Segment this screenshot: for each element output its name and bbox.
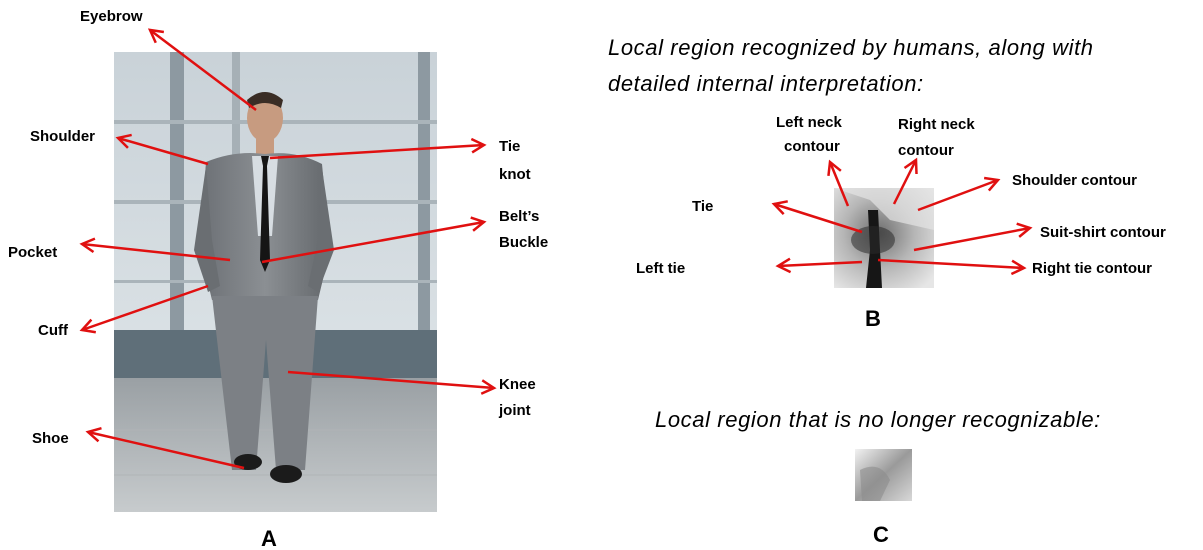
label-left-tie: Left tie bbox=[636, 260, 686, 277]
patch-panel-c bbox=[855, 449, 912, 501]
panel-label-c: C bbox=[873, 522, 889, 547]
label-knee-line2: joint bbox=[499, 402, 531, 419]
label-shoulder-contour: Shoulder contour bbox=[1012, 172, 1137, 189]
label-left-neck-line2: contour bbox=[784, 138, 840, 155]
caption-c: Local region that is no longer recogniza… bbox=[655, 407, 1101, 432]
arrow-shoe bbox=[85, 427, 245, 470]
arrow-left-tie bbox=[775, 257, 863, 274]
label-eyebrow: Eyebrow bbox=[80, 8, 143, 25]
label-right-neck-line1: Right neck bbox=[898, 116, 975, 133]
label-tie: Tie bbox=[692, 198, 714, 215]
arrow-suit-shirt-contour bbox=[913, 222, 1033, 252]
arrow-right-tie-contour bbox=[877, 258, 1027, 276]
label-cuff: Cuff bbox=[38, 322, 68, 339]
arrow-layer bbox=[79, 28, 1033, 470]
arrow-tie bbox=[771, 200, 863, 234]
label-left-neck-line1: Left neck bbox=[776, 114, 842, 131]
label-pocket: Pocket bbox=[8, 244, 58, 261]
arrow-tie-knot bbox=[269, 137, 487, 160]
caption-b-line1: Local region recognized by humans, along… bbox=[608, 35, 1094, 60]
panel-label-a: A bbox=[261, 526, 277, 550]
label-belt-line1: Belt’s bbox=[499, 208, 540, 225]
label-right-tie-contour: Right tie contour bbox=[1032, 260, 1152, 277]
arrow-cuff bbox=[79, 284, 209, 334]
arrow-shoulder-contour bbox=[917, 176, 1001, 212]
arrow-left-neck-contour bbox=[827, 159, 850, 207]
label-right-neck-line2: contour bbox=[898, 142, 954, 159]
arrow-shoulder bbox=[115, 133, 209, 166]
label-shoulder: Shoulder bbox=[30, 128, 96, 145]
patch-panel-b bbox=[834, 188, 934, 288]
label-tie-knot-line2: knot bbox=[499, 166, 531, 183]
photo-panel-a bbox=[114, 52, 437, 512]
label-knee-line1: Knee bbox=[499, 376, 536, 393]
arrow-pocket bbox=[79, 237, 231, 262]
panel-label-b: B bbox=[865, 306, 881, 331]
arrow-belt-buckle bbox=[261, 216, 487, 264]
arrow-knee-joint bbox=[287, 370, 497, 395]
label-belt-line2: Buckle bbox=[499, 234, 549, 251]
caption-b-line2: detailed internal interpretation: bbox=[608, 71, 924, 96]
label-shoe: Shoe bbox=[32, 430, 69, 447]
label-suit-shirt-contour: Suit-shirt contour bbox=[1040, 224, 1166, 241]
arrow-right-neck-contour bbox=[892, 157, 918, 205]
label-tie-knot-line1: Tie bbox=[499, 138, 521, 155]
arrow-eyebrow bbox=[147, 28, 257, 111]
